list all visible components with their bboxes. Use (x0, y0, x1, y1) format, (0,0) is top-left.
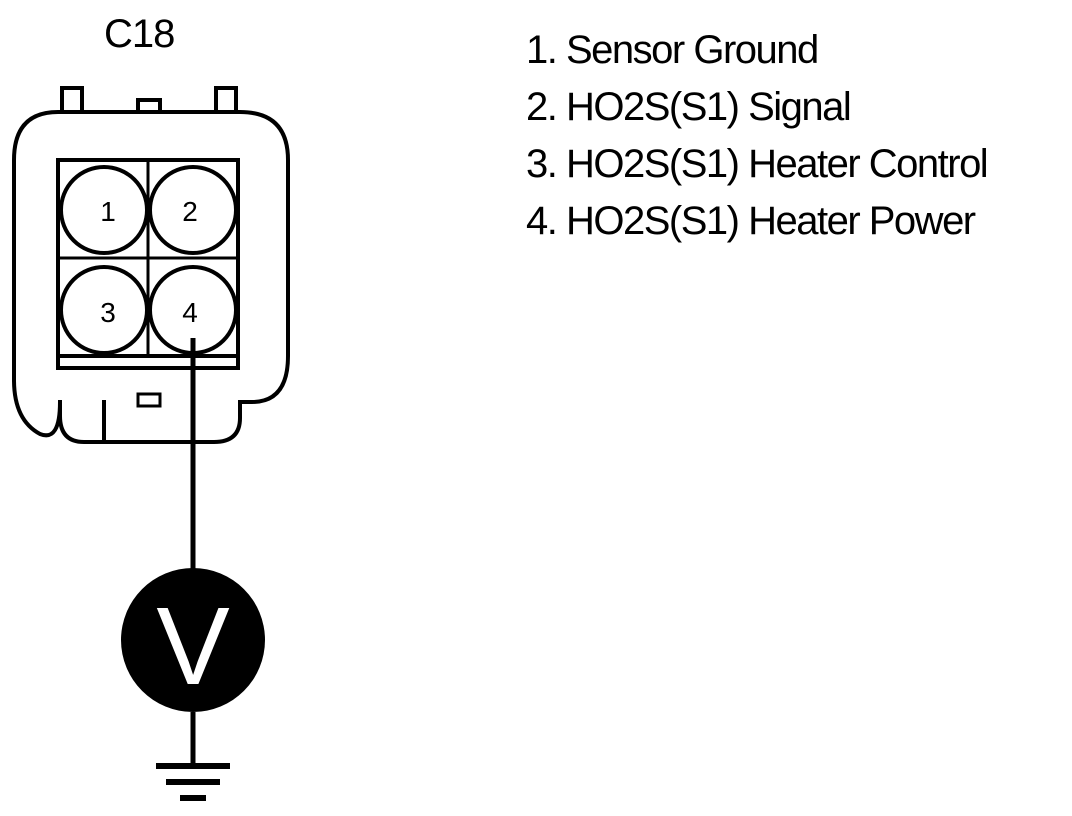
pin-legend: 1. Sensor Ground 2. HO2S(S1) Signal 3. H… (526, 22, 989, 250)
voltmeter-label: V (156, 585, 229, 708)
pin-legend-item: 2. HO2S(S1) Signal (526, 85, 852, 129)
pin-cavity-2 (148, 165, 238, 255)
pin-number-3: 3 (100, 297, 116, 328)
connector-bottom-key (136, 392, 162, 408)
ground-icon (156, 763, 230, 801)
pin-legend-item: 3. HO2S(S1) Heater Control (526, 142, 989, 186)
connector-housing-bottom (58, 400, 106, 444)
pin-number-1: 1 (100, 196, 116, 227)
pin-number-4: 4 (182, 297, 198, 328)
connector-label: C18 (104, 12, 175, 56)
pin-cavity-1 (59, 165, 149, 255)
pin-legend-item: 1. Sensor Ground (526, 28, 819, 72)
pin-legend-item: 4. HO2S(S1) Heater Power (526, 199, 976, 243)
pin-cavity-3 (59, 265, 149, 355)
pin-number-2: 2 (182, 196, 198, 227)
voltmeter-symbol (121, 568, 265, 712)
